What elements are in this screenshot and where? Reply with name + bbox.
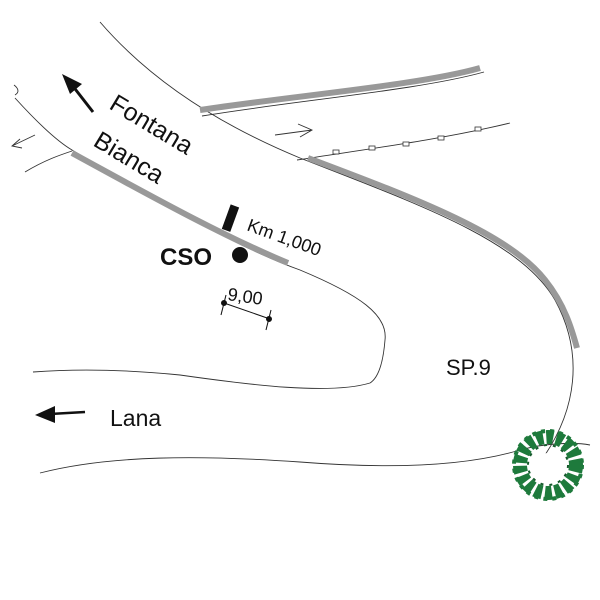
arrow-west-icon	[35, 406, 86, 423]
dimension-line	[220, 294, 272, 331]
label-km-marker: Km 1,000	[245, 215, 324, 260]
guardrail-left	[70, 150, 290, 266]
fence-posts	[332, 126, 482, 155]
road-edge-outer	[99, 21, 574, 456]
road-edge-bottom	[39, 442, 591, 474]
tree-icon	[512, 429, 584, 501]
left-branch-line	[24, 150, 73, 173]
guardrail-top	[199, 65, 481, 113]
label-distance: 9,00	[226, 284, 263, 309]
label-road-sp9: SP.9	[446, 355, 491, 380]
arrow-right-icon	[274, 123, 313, 138]
label-lana: Lana	[110, 405, 161, 431]
side-road-edge-top	[201, 71, 485, 117]
guardrail-right	[306, 155, 580, 349]
side-road-edge-bottom	[296, 122, 511, 161]
label-cso: CSO	[160, 244, 212, 271]
km-marker-post	[221, 204, 240, 232]
cso-point	[232, 247, 248, 263]
arrow-northwest-icon	[62, 74, 95, 113]
arrow-left-thin-icon	[11, 134, 36, 149]
left-branch-line-2	[13, 84, 19, 96]
